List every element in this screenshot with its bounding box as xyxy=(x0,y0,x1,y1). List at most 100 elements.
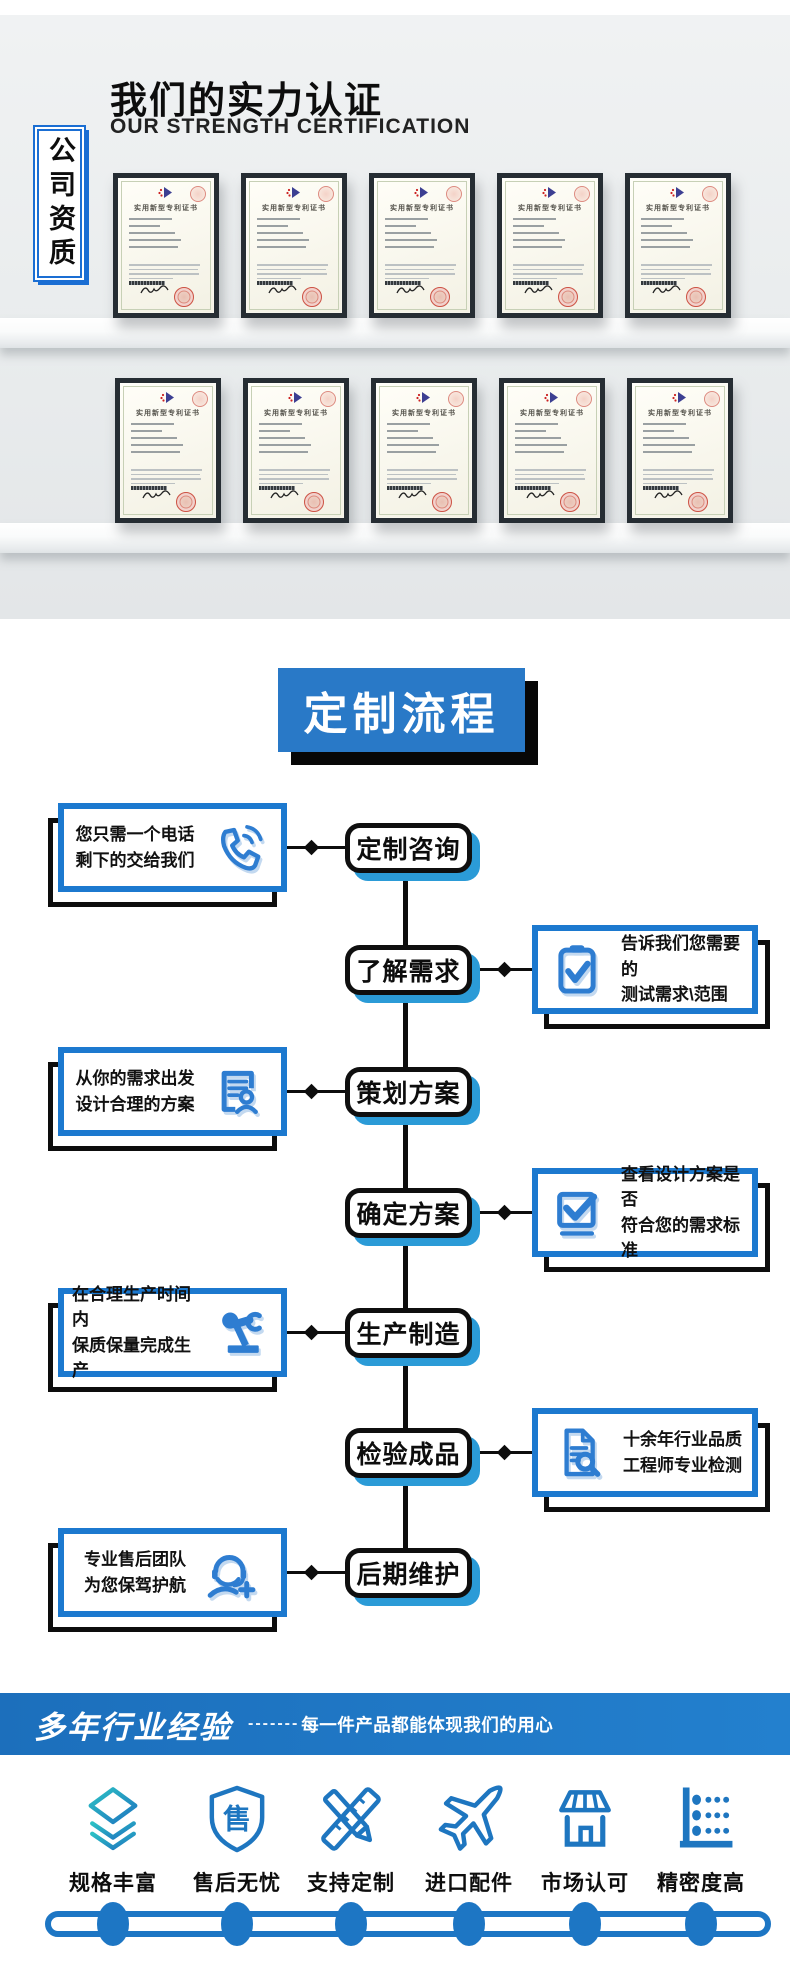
certificate-paragraph-lines xyxy=(641,264,715,282)
certificate-paragraph-lines xyxy=(643,469,717,487)
certificate-inner-border xyxy=(505,181,595,310)
step-note-box: 从你的需求出发 设计合理的方案 xyxy=(58,1047,287,1136)
red-seal-icon xyxy=(304,492,324,512)
process-step-pill: 确定方案 xyxy=(345,1188,472,1238)
certificate-text-lines xyxy=(515,423,589,458)
feature-label: 规格丰富 xyxy=(69,1872,157,1895)
step-note-text: 在合理生产时间内 保质保量完成生产 xyxy=(72,1284,191,1381)
red-seal-icon xyxy=(686,287,706,307)
flow-diamond-icon xyxy=(496,1444,513,1461)
step-note-box: 十余年行业品质 工程师专业检测 xyxy=(532,1408,758,1497)
shield-character: 售 xyxy=(223,1804,251,1835)
phone-icon xyxy=(208,817,270,879)
document-search-icon xyxy=(548,1422,610,1484)
section-subtitle: OUR STRENGTH CERTIFICATION xyxy=(110,115,471,138)
timeline-dot xyxy=(453,1902,485,1946)
layers-icon xyxy=(76,1782,150,1856)
red-seal-icon xyxy=(688,492,708,512)
certificate-text-lines xyxy=(643,423,717,458)
certificate-paragraph-lines xyxy=(385,264,459,282)
signature-icon xyxy=(270,488,300,506)
certificate-text-lines xyxy=(259,423,333,458)
timeline-track xyxy=(45,1911,771,1937)
flow-diamond-icon xyxy=(303,1083,320,1100)
clipboard-check-icon xyxy=(546,939,608,1001)
certificate-frame: 实用新型专利证书 xyxy=(371,378,477,523)
feature-label: 市场认可 xyxy=(541,1872,629,1895)
timeline-dot xyxy=(569,1902,601,1946)
flow-diamond-icon xyxy=(303,1324,320,1341)
process-step-label: 后期维护 xyxy=(356,1561,461,1589)
stamp-icon xyxy=(704,391,720,407)
patent-logo-icon xyxy=(543,391,561,409)
stamp-icon xyxy=(574,186,590,202)
step-note-text: 查看设计方案是否 符合您的需求标准 xyxy=(621,1164,740,1261)
feature-item: 进口配件 xyxy=(409,1782,529,1897)
certificate-title: 实用新型专利证书 xyxy=(264,410,328,417)
step-note-box: 您只需一个电话 剩下的交给我们 xyxy=(58,803,287,892)
process-step-label: 检验成品 xyxy=(356,1441,461,1469)
red-seal-icon xyxy=(302,287,322,307)
certificate-title: 实用新型专利证书 xyxy=(392,410,456,417)
stamp-icon xyxy=(576,391,592,407)
certificate-title: 实用新型专利证书 xyxy=(520,410,584,417)
certificate-frame: 实用新型专利证书 xyxy=(625,173,731,318)
feature-item: 规格丰富 xyxy=(53,1782,173,1897)
timeline-dot xyxy=(335,1902,367,1946)
process-step-pill: 了解需求 xyxy=(345,945,472,995)
step-note-text: 十余年行业品质 工程师专业检测 xyxy=(623,1430,742,1475)
certificate-frame: 实用新型专利证书 xyxy=(497,173,603,318)
patent-logo-icon xyxy=(287,391,305,409)
patent-logo-icon xyxy=(157,186,175,204)
step-note-box: 专业售后团队 为您保驾护航 xyxy=(58,1528,287,1617)
process-step-label: 确定方案 xyxy=(356,1201,461,1229)
stamp-icon xyxy=(318,186,334,202)
robot-arm-icon xyxy=(211,1302,273,1364)
headset-support-icon xyxy=(199,1542,261,1604)
shield-sale-icon: 售 xyxy=(200,1782,274,1856)
experience-title: 多年行业经验 xyxy=(34,1709,232,1745)
barcode-icon xyxy=(387,486,423,490)
patent-logo-icon xyxy=(413,186,431,204)
process-banner: 定制流程 xyxy=(278,668,525,752)
red-seal-icon xyxy=(432,492,452,512)
stamp-icon xyxy=(190,186,206,202)
certificate-paragraph-lines xyxy=(387,469,461,487)
feature-item: 售售后无忧 xyxy=(177,1782,297,1897)
step-note-box: 在合理生产时间内 保质保量完成生产 xyxy=(58,1285,287,1380)
signature-icon xyxy=(652,283,682,301)
timeline-dot xyxy=(221,1902,253,1946)
certificate-paragraph-lines xyxy=(515,469,589,487)
flow-diamond-icon xyxy=(303,839,320,856)
certificate-title: 实用新型专利证书 xyxy=(390,205,454,212)
certificate-inner-border xyxy=(379,386,469,515)
storefront-icon xyxy=(548,1782,622,1856)
signature-icon xyxy=(396,283,426,301)
signature-icon xyxy=(526,488,556,506)
process-step-pill: 策划方案 xyxy=(345,1067,472,1117)
process-step-label: 了解需求 xyxy=(356,958,461,986)
certificate-paragraph-lines xyxy=(131,469,205,487)
certificate-frame: 实用新型专利证书 xyxy=(115,378,221,523)
feature-label: 精密度高 xyxy=(657,1872,745,1895)
certificate-text-lines xyxy=(513,218,587,253)
certificate-text-lines xyxy=(257,218,331,253)
shelf-bottom xyxy=(0,523,790,553)
section-title: 我们的实力认证 xyxy=(110,80,383,121)
flow-diamond-icon xyxy=(303,1564,320,1581)
stamp-icon xyxy=(192,391,208,407)
signature-icon xyxy=(524,283,554,301)
certificate-inner-border xyxy=(251,386,341,515)
document-person-icon xyxy=(208,1061,270,1123)
certificate-inner-border xyxy=(507,386,597,515)
flow-diamond-icon xyxy=(496,1204,513,1221)
certificate-frame: 实用新型专利证书 xyxy=(627,378,733,523)
red-seal-icon xyxy=(558,287,578,307)
airplane-icon xyxy=(432,1782,506,1856)
red-seal-icon xyxy=(176,492,196,512)
certificate-frame: 实用新型专利证书 xyxy=(113,173,219,318)
certificate-inner-border xyxy=(123,386,213,515)
certificate-frame: 实用新型专利证书 xyxy=(499,378,605,523)
signature-icon xyxy=(268,283,298,301)
dot-chart-icon xyxy=(664,1782,738,1856)
